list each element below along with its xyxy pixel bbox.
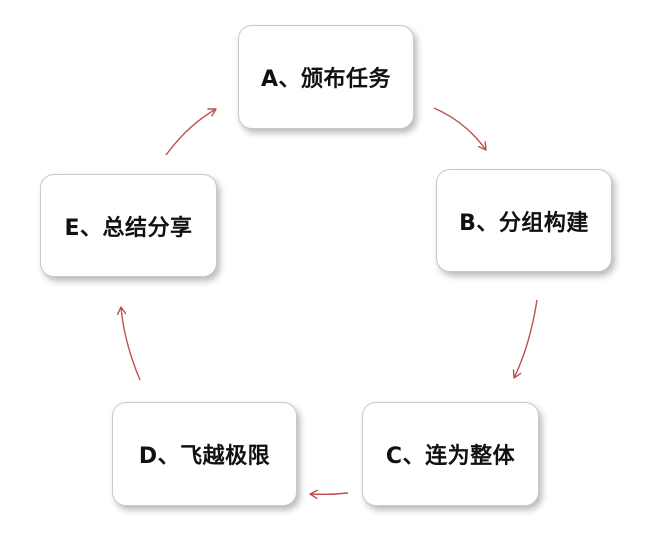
arrow-c-to-d — [309, 489, 349, 500]
arrow-b-to-c — [512, 299, 538, 379]
node-c: C、连为整体 — [362, 402, 539, 506]
node-a: A、颁布任务 — [238, 25, 414, 129]
node-b-label: B、分组构建 — [459, 210, 589, 236]
node-b: B、分组构建 — [436, 169, 612, 272]
node-e-label: E、总结分享 — [64, 215, 193, 241]
node-a-label: A、颁布任务 — [260, 67, 392, 92]
arrow-a-to-b — [433, 107, 487, 151]
node-d-label: D、飞越极限 — [138, 444, 271, 469]
node-d: D、飞越极限 — [112, 402, 297, 506]
node-e: E、总结分享 — [40, 174, 217, 277]
arrow-e-to-a — [165, 108, 217, 156]
node-c-label: C、连为整体 — [385, 444, 516, 469]
arrow-d-to-e — [116, 306, 141, 381]
